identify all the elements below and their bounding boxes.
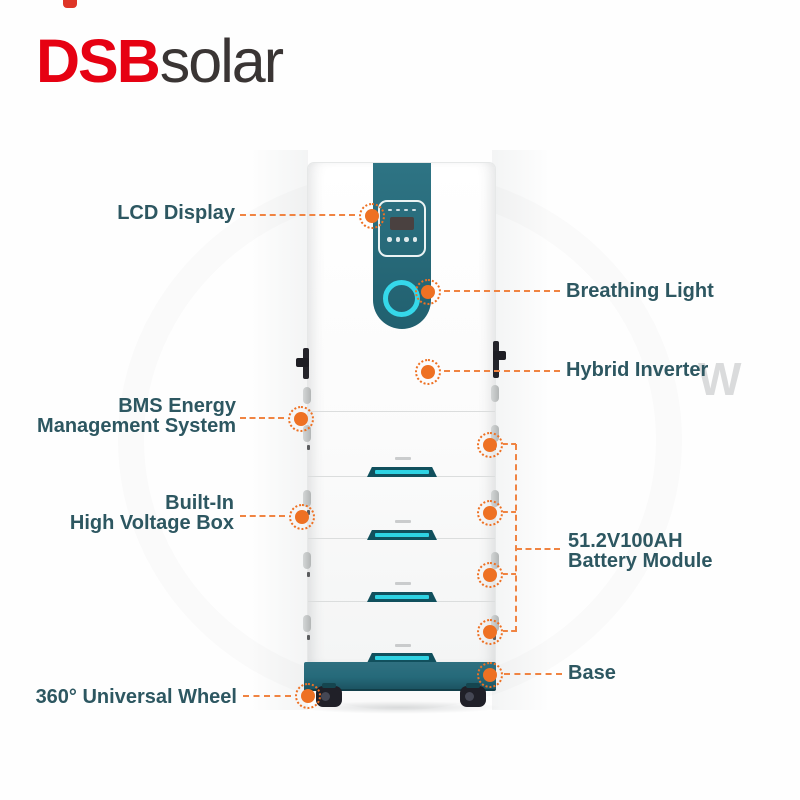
energy-storage-cabinet bbox=[296, 162, 506, 664]
red-speck bbox=[63, 0, 77, 8]
watermark-letter: W bbox=[698, 353, 742, 405]
side-clip bbox=[491, 490, 499, 507]
callout-line-hybrid-inverter bbox=[444, 370, 560, 372]
bracket-stub-4 bbox=[503, 630, 516, 632]
callout-marker-base bbox=[477, 662, 503, 688]
battery-line1: 51.2V100AH bbox=[568, 530, 683, 552]
module-label-mark bbox=[395, 644, 411, 647]
background-light-band-right bbox=[492, 150, 550, 710]
battery-line2: Battery Module bbox=[568, 550, 713, 572]
callout-line-hv-box bbox=[240, 515, 285, 517]
side-pin bbox=[307, 445, 310, 450]
battery-module-handle bbox=[367, 467, 437, 477]
ground-shadow bbox=[298, 701, 502, 714]
battery-module-handle bbox=[367, 592, 437, 602]
callout-label-hybrid-inverter: Hybrid Inverter bbox=[566, 359, 709, 381]
hv-line1: Built-In bbox=[165, 492, 234, 514]
module-label-mark bbox=[395, 582, 411, 585]
side-latch-right bbox=[492, 341, 506, 378]
side-pin bbox=[307, 635, 310, 640]
side-clip bbox=[303, 425, 311, 442]
side-clip bbox=[491, 385, 499, 402]
bracket-stub-3 bbox=[503, 573, 516, 575]
callout-marker-battery-2 bbox=[477, 500, 503, 526]
callout-label-hv-box: Built-In High Voltage Box bbox=[18, 493, 234, 533]
callout-label-breathing-light: Breathing Light bbox=[566, 280, 714, 302]
lcd-indicator-row bbox=[388, 209, 416, 211]
callout-label-bms: BMS Energy Management System bbox=[18, 396, 236, 436]
lcd-screen bbox=[390, 217, 414, 230]
side-clip bbox=[303, 552, 311, 569]
callout-marker-battery-1 bbox=[477, 432, 503, 458]
callout-label-wheel: 360° Universal Wheel bbox=[35, 686, 237, 708]
bms-line2: Management System bbox=[37, 415, 236, 437]
callout-marker-hybrid-inverter bbox=[415, 359, 441, 385]
callout-label-base: Base bbox=[568, 662, 616, 684]
callout-line-bms bbox=[240, 417, 284, 419]
side-pin bbox=[307, 572, 310, 577]
callout-line-lcd-display bbox=[240, 214, 355, 216]
caster-wheel-left bbox=[316, 683, 342, 707]
bracket-stub-1 bbox=[503, 443, 516, 445]
callout-marker-wheel bbox=[295, 683, 321, 709]
callout-marker-battery-3 bbox=[477, 562, 503, 588]
lcd-button-row bbox=[387, 237, 417, 242]
module-label-mark bbox=[395, 457, 411, 460]
logo-suffix-text: solar bbox=[159, 27, 284, 95]
hv-line2: High Voltage Box bbox=[69, 512, 234, 534]
callout-line-wheel bbox=[243, 695, 291, 697]
side-clip bbox=[303, 387, 311, 404]
callout-line-battery-module bbox=[516, 548, 560, 550]
module-label-mark bbox=[395, 520, 411, 523]
callout-line-base bbox=[504, 673, 562, 675]
lcd-display-panel bbox=[378, 200, 426, 257]
callout-label-battery-module: 51.2V100AH Battery Module bbox=[568, 531, 748, 571]
callout-marker-battery-4 bbox=[477, 619, 503, 645]
side-clip bbox=[303, 490, 311, 507]
callout-marker-hv-box bbox=[289, 504, 315, 530]
battery-module-handle bbox=[367, 653, 437, 663]
bracket-vertical-line bbox=[515, 444, 517, 632]
callout-marker-bms bbox=[288, 406, 314, 432]
callout-label-lcd-display: LCD Display bbox=[117, 202, 235, 224]
side-clip bbox=[303, 615, 311, 632]
side-clip bbox=[491, 552, 499, 569]
battery-module-handle bbox=[367, 530, 437, 540]
logo-brand-text: DSB bbox=[36, 27, 161, 95]
caster-wheel-right bbox=[460, 683, 486, 707]
module-divider bbox=[308, 411, 495, 412]
callout-marker-breathing-light bbox=[415, 279, 441, 305]
brand-logo: DSBsolar bbox=[36, 26, 284, 96]
callout-line-breathing-light bbox=[444, 290, 560, 292]
bms-line1: BMS Energy bbox=[118, 395, 236, 417]
callout-marker-lcd-display bbox=[359, 203, 385, 229]
bracket-stub-2 bbox=[503, 511, 516, 513]
side-latch-left bbox=[296, 348, 310, 379]
breathing-light-ring bbox=[383, 280, 420, 317]
